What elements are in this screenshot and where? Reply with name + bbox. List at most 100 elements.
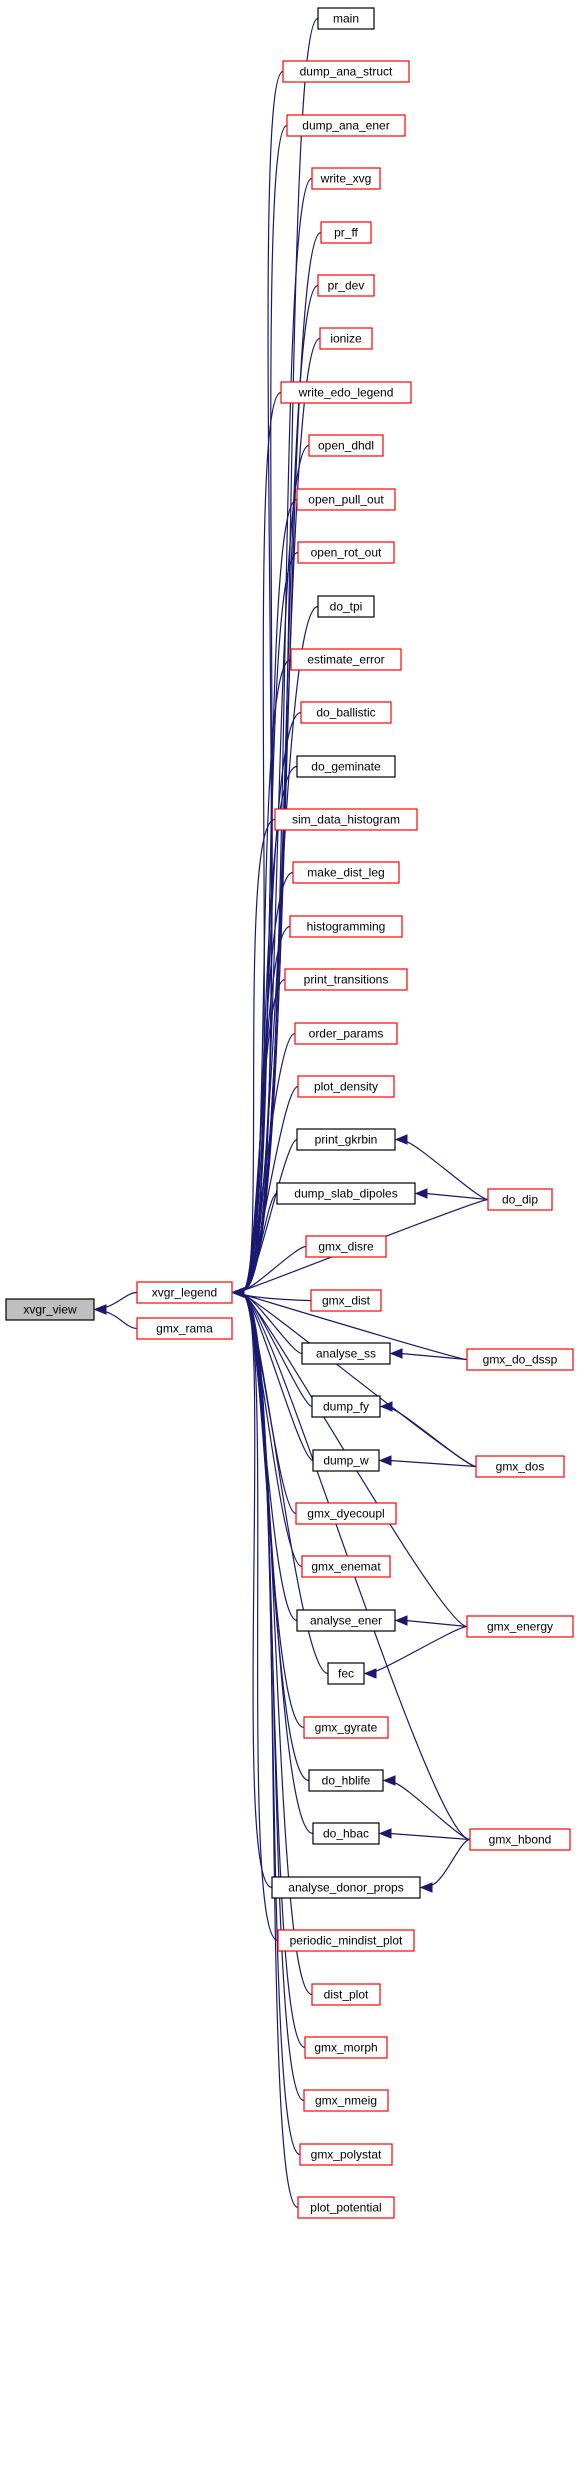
node-print_transitions[interactable]: print_transitions [284, 968, 408, 991]
edge-do_dip-to-dump_slab_dipoles-arrowhead [414, 1188, 428, 1199]
node-gmx_disre[interactable]: gmx_disre [305, 1235, 387, 1258]
node-box-histogramming [289, 915, 403, 938]
node-sim_data_histogram[interactable]: sim_data_histogram [274, 808, 418, 831]
node-box-plot_density [297, 1075, 395, 1098]
edge-gmx_rama-to-xvgr_view [93, 1304, 138, 1330]
edge-gmx_hbond-to-do_hbac-line [389, 1832, 471, 1841]
edge-gmx_dos-to-dump_w-line [389, 1459, 477, 1468]
node-label-sim_data_histogram: sim_data_histogram [292, 813, 400, 827]
edge-gmx_do_dssp-to-analyse_ss [389, 1348, 468, 1361]
node-xvgr_view[interactable]: xvgr_view [5, 1298, 95, 1321]
node-plot_potential[interactable]: plot_potential [297, 2196, 395, 2219]
node-do_tpi[interactable]: do_tpi [317, 595, 375, 618]
node-plot_density[interactable]: plot_density [297, 1075, 395, 1098]
node-gmx_rama[interactable]: gmx_rama [136, 1317, 233, 1340]
node-dump_slab_dipoles[interactable]: dump_slab_dipoles [276, 1182, 416, 1205]
node-label-ionize: ionize [330, 332, 362, 346]
edge-open_dhdl-to-xvgr_legend-line [242, 444, 310, 1292]
node-pr_dev[interactable]: pr_dev [317, 274, 375, 297]
edge-open_rot_out-to-xvgr_legend-line [242, 551, 299, 1292]
node-gmx_morph[interactable]: gmx_morph [304, 2036, 388, 2059]
node-make_dist_leg[interactable]: make_dist_leg [292, 861, 400, 884]
node-box-dump_w [312, 1449, 380, 1472]
node-do_ballistic[interactable]: do_ballistic [300, 701, 392, 724]
edge-gmx_polystat-to-xvgr_legend [231, 1287, 301, 2156]
node-gmx_nmeig[interactable]: gmx_nmeig [303, 2089, 389, 2112]
node-label-plot_density: plot_density [314, 1080, 378, 1094]
node-label-do_hblife: do_hblife [322, 1774, 371, 1788]
node-label-gmx_disre: gmx_disre [318, 1240, 374, 1254]
node-box-fec [327, 1662, 365, 1685]
node-label-dump_ana_struct: dump_ana_struct [300, 65, 393, 79]
node-label-gmx_energy: gmx_energy [487, 1620, 553, 1634]
node-label-pr_ff: pr_ff [334, 226, 358, 240]
node-box-dump_ana_struct [282, 60, 410, 83]
node-box-pr_dev [317, 274, 375, 297]
node-box-gmx_dist [310, 1289, 382, 1312]
node-gmx_polystat[interactable]: gmx_polystat [299, 2143, 393, 2166]
node-gmx_dist[interactable]: gmx_dist [310, 1289, 382, 1312]
node-gmx_enemat[interactable]: gmx_enemat [301, 1555, 391, 1578]
node-gmx_dos[interactable]: gmx_dos [475, 1455, 565, 1478]
node-gmx_dyecoupl[interactable]: gmx_dyecoupl [295, 1502, 397, 1525]
node-label-xvgr_view: xvgr_view [23, 1303, 77, 1317]
node-box-write_edo_legend [280, 381, 412, 404]
node-pr_ff[interactable]: pr_ff [320, 221, 372, 244]
node-main[interactable]: main [317, 7, 375, 30]
edge-analyse_donor_props-to-xvgr_legend [231, 1287, 273, 1889]
node-histogramming[interactable]: histogramming [289, 915, 403, 938]
node-label-do_ballistic: do_ballistic [316, 706, 375, 720]
node-label-main: main [333, 12, 359, 26]
node-write_xvg[interactable]: write_xvg [311, 167, 381, 190]
node-box-gmx_morph [304, 2036, 388, 2059]
node-open_rot_out[interactable]: open_rot_out [297, 541, 395, 564]
node-gmx_hbond[interactable]: gmx_hbond [469, 1828, 571, 1851]
node-gmx_do_dssp[interactable]: gmx_do_dssp [466, 1348, 574, 1371]
edge-dump_slab_dipoles-to-xvgr_legend-line [242, 1192, 278, 1292]
node-label-plot_potential: plot_potential [310, 2201, 381, 2215]
node-label-gmx_morph: gmx_morph [314, 2041, 377, 2055]
node-do_hblife[interactable]: do_hblife [308, 1769, 384, 1792]
edge-gmx_hbond-to-do_hblife-arrowhead [382, 1775, 396, 1786]
node-box-do_dip [487, 1188, 553, 1211]
edge-gmx_rama-to-xvgr_view-line [104, 1310, 138, 1330]
node-order_params[interactable]: order_params [294, 1022, 398, 1045]
node-open_dhdl[interactable]: open_dhdl [308, 434, 384, 457]
node-estimate_error[interactable]: estimate_error [290, 648, 402, 671]
node-label-xvgr_legend: xvgr_legend [152, 1286, 217, 1300]
node-dump_w[interactable]: dump_w [312, 1449, 380, 1472]
node-gmx_gyrate[interactable]: gmx_gyrate [303, 1716, 389, 1739]
node-dist_plot[interactable]: dist_plot [311, 1983, 381, 2006]
node-dump_ana_struct[interactable]: dump_ana_struct [282, 60, 410, 83]
node-dump_fy[interactable]: dump_fy [311, 1395, 381, 1418]
node-label-gmx_do_dssp: gmx_do_dssp [483, 1353, 558, 1367]
node-box-xvgr_view [5, 1298, 95, 1321]
node-gmx_energy[interactable]: gmx_energy [466, 1615, 574, 1638]
node-analyse_donor_props[interactable]: analyse_donor_props [271, 1876, 421, 1899]
node-do_dip[interactable]: do_dip [487, 1188, 553, 1211]
edge-gmx_hbond-to-analyse_donor_props [419, 1838, 471, 1893]
node-dump_ana_ener[interactable]: dump_ana_ener [286, 114, 406, 137]
node-do_geminate[interactable]: do_geminate [296, 755, 396, 778]
node-do_hbac[interactable]: do_hbac [312, 1822, 380, 1845]
node-analyse_ener[interactable]: analyse_ener [296, 1609, 396, 1632]
edge-gmx_disre-to-xvgr_legend-line [242, 1245, 307, 1292]
node-box-plot_potential [297, 2196, 395, 2219]
node-label-gmx_rama: gmx_rama [156, 1322, 213, 1336]
node-ionize[interactable]: ionize [319, 327, 373, 350]
node-analyse_ss[interactable]: analyse_ss [301, 1342, 391, 1365]
node-write_edo_legend[interactable]: write_edo_legend [280, 381, 412, 404]
node-box-gmx_polystat [299, 2143, 393, 2166]
node-xvgr_legend[interactable]: xvgr_legend [136, 1281, 233, 1304]
node-fec[interactable]: fec [327, 1662, 365, 1685]
edge-gmx_do_dssp-to-analyse_ss-line [400, 1352, 468, 1361]
node-box-do_geminate [296, 755, 396, 778]
node-box-estimate_error [290, 648, 402, 671]
node-label-print_gkrbin: print_gkrbin [315, 1133, 378, 1147]
node-box-print_transitions [284, 968, 408, 991]
node-periodic_mindist_plot[interactable]: periodic_mindist_plot [277, 1929, 415, 1952]
node-print_gkrbin[interactable]: print_gkrbin [296, 1128, 396, 1151]
edge-print_transitions-to-xvgr_legend-line [242, 978, 286, 1292]
node-open_pull_out[interactable]: open_pull_out [296, 488, 396, 511]
node-box-gmx_gyrate [303, 1716, 389, 1739]
